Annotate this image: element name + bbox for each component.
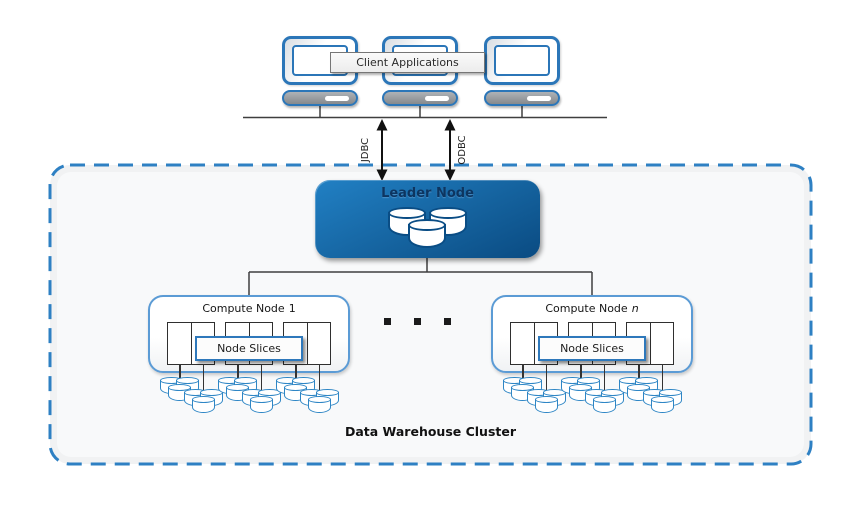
node-slice-cell	[533, 323, 558, 395]
node-slice-cell	[226, 323, 249, 383]
node-slice-cell	[190, 323, 215, 395]
disk-cylinder-icon	[307, 396, 331, 413]
disk-cylinder-icon	[249, 396, 273, 413]
disk-cylinder-icon	[650, 396, 674, 413]
monitor-screen	[494, 45, 550, 76]
leader-node-title: Leader Node	[381, 186, 474, 201]
computer-base-icon	[382, 90, 458, 106]
disk-cylinder-icon	[191, 396, 215, 413]
ellipsis	[384, 318, 451, 325]
computer-base-icon	[282, 90, 358, 106]
computer-base-slot	[527, 95, 551, 101]
computer-base-slot	[425, 95, 449, 101]
ellipsis-dot	[384, 318, 391, 325]
client-applications-label: Client Applications	[330, 52, 485, 73]
disk-stack-icon	[526, 389, 566, 414]
database-stack-icon	[387, 207, 468, 251]
disk-stack-icon	[618, 377, 658, 402]
jdbc-label: JDBC	[360, 137, 371, 163]
node-slice-cell	[168, 323, 191, 383]
node-slice-cell	[284, 323, 307, 383]
database-cylinder-icon	[407, 219, 446, 248]
node-slices-label: Node Slices	[538, 336, 646, 361]
disk-stack-icon	[241, 389, 281, 414]
disk-cylinder-icon	[592, 396, 616, 413]
leader-node-box: Leader Node	[315, 180, 540, 258]
node-slice-cell	[569, 323, 592, 383]
ellipsis-dot	[444, 318, 451, 325]
node-slice-cell	[306, 323, 331, 395]
disk-stack-icon	[299, 389, 339, 414]
disk-stack-icon	[642, 389, 682, 414]
disk-cylinder-icon	[534, 396, 558, 413]
monitor-icon	[484, 36, 560, 85]
node-slice-cell	[627, 323, 650, 383]
ellipsis-dot	[414, 318, 421, 325]
node-slice-cell	[511, 323, 534, 383]
odbc-label: ODBC	[457, 135, 468, 165]
computer-base-icon	[484, 90, 560, 106]
data-warehouse-cluster-label: Data Warehouse Cluster	[344, 424, 517, 439]
node-slices-label: Node Slices	[195, 336, 303, 361]
node-slice-cell	[649, 323, 674, 395]
disk-stack-icon	[183, 389, 223, 414]
client-computer-icon	[484, 36, 560, 108]
computer-base-slot	[325, 95, 349, 101]
